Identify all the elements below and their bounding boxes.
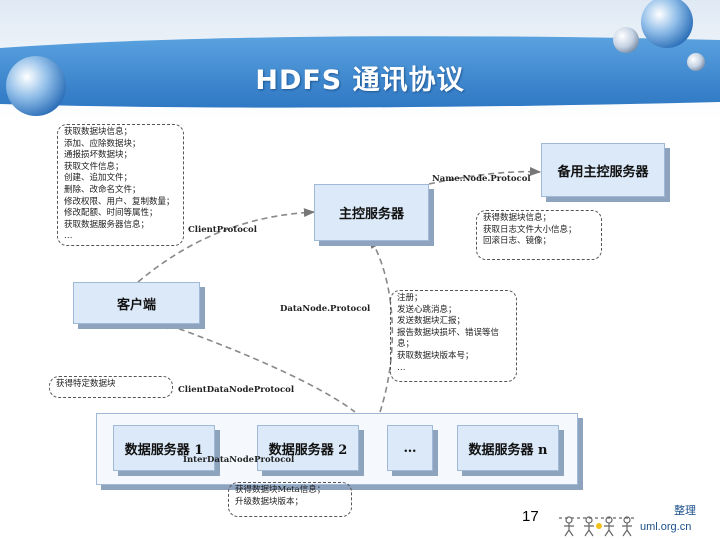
note-line: 获取数据块版本号； [397, 350, 474, 361]
note-line: 获取数据块信息； [64, 127, 133, 137]
client-protocol-note: 获取数据块信息； 添加、应除数据块； 通报损坏数据块； 获取文件信息； 创建、追… [57, 124, 184, 246]
interdatanode-protocol-label: InterDataNodeProtocol [183, 455, 295, 465]
note-line: 息； [397, 339, 415, 350]
note-line: 修改权限、用户、复制数量； [64, 196, 175, 207]
note-line: … [397, 362, 406, 373]
note-line: 通报损坏数据块； [64, 150, 133, 161]
namenode-protocol-note: 获得数据块信息； 获取日志文件大小信息； 回滚日志、镜像； [476, 210, 602, 260]
note-line: 获取文件信息； [64, 161, 124, 172]
master-node[interactable]: 主控服务器 [314, 184, 429, 241]
note-line: 报告数据块损坏、错误等信 [397, 327, 500, 338]
note-line: 发送心跳消息； [397, 304, 457, 315]
backup-master-node[interactable]: 备用主控服务器 [541, 143, 665, 197]
data-server-1[interactable]: 数据服务器 1 [113, 425, 215, 471]
page-number: 17 [522, 508, 539, 525]
watermark-line2: uml.org.cn [640, 521, 692, 533]
clientdatanode-protocol-note: 获得特定数据块 [49, 376, 173, 398]
note-line: 注册； [397, 293, 423, 303]
datanode-protocol-note: 注册； 发送心跳消息； 发送数据块汇报； 报告数据块损坏、错误等信 息； 获取数… [390, 290, 517, 382]
note-line: 获得数据块信息； [483, 213, 552, 223]
note-line: 升级数据块版本； [235, 496, 304, 507]
watermark-line1: 整理 [674, 505, 696, 517]
data-server-group: 数据服务器 1 数据服务器 2 … 数据服务器 n [96, 413, 578, 485]
note-line: 创建、追加文件； [64, 173, 133, 184]
note-line: 修改配额、时间等属性； [64, 208, 158, 219]
watermark: 整理 uml.org.cn [640, 503, 696, 535]
interdatanode-protocol-note: 获得数据块Meta信息； 升级数据块版本； [228, 482, 352, 517]
people-logo-icon [559, 516, 635, 537]
client-protocol-label: ClientProtocol [188, 225, 257, 235]
note-line: 添加、应除数据块； [64, 138, 141, 149]
note-line: … [64, 231, 73, 242]
title-banner [0, 0, 720, 120]
note-line: 回滚日志、镜像； [483, 236, 552, 247]
data-server-2[interactable]: 数据服务器 2 [257, 425, 359, 471]
clientdatanode-protocol-label: ClientDataNodeProtocol [178, 385, 295, 395]
slide-title: HDFS 通讯协议 [255, 65, 465, 96]
data-server-ellipsis[interactable]: … [387, 425, 433, 471]
note-line: 获得数据块Meta信息； [235, 485, 326, 495]
note-line: 获得特定数据块 [56, 379, 116, 389]
data-server-n[interactable]: 数据服务器 n [457, 425, 559, 471]
note-line: 获取日志文件大小信息； [483, 224, 577, 235]
datanode-protocol-label: DataNode.Protocol [280, 304, 371, 314]
client-node[interactable]: 客户端 [73, 282, 200, 324]
note-line: 获取数据服务器信息； [64, 219, 150, 230]
namenode-protocol-label: Name.Node.Protocol [432, 174, 531, 184]
note-line: 发送数据块汇报； [397, 316, 466, 327]
note-line: 删除、改命名文件； [64, 184, 141, 195]
